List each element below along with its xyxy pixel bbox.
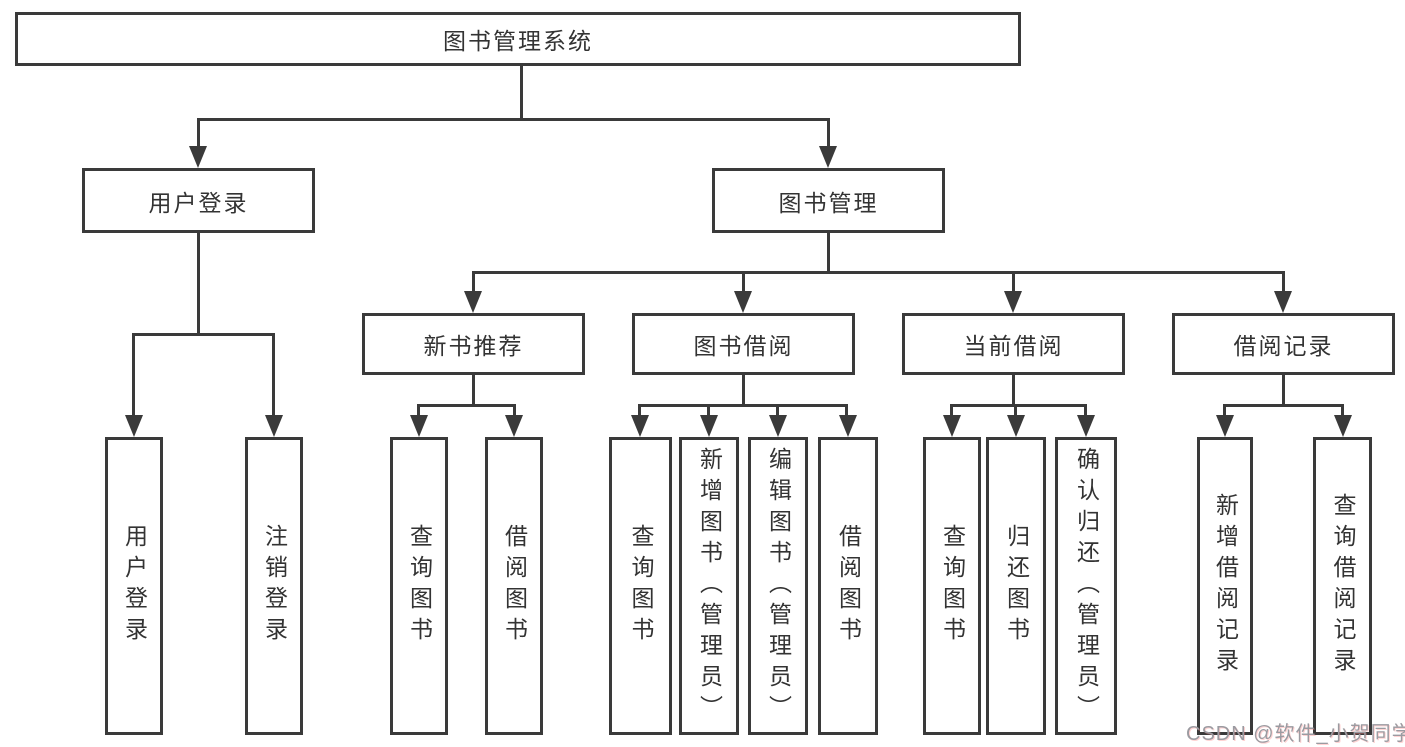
connector-line bbox=[197, 233, 200, 335]
connector-line bbox=[776, 404, 779, 418]
leaf-bb-add-books-admin-label: 新增图书（管理员） bbox=[696, 446, 723, 726]
leaf-logout: 注销登录 bbox=[245, 437, 303, 735]
node-book-management: 图书管理 bbox=[712, 168, 945, 233]
leaf-bb-edit-books-admin: 编辑图书（管理员） bbox=[748, 437, 808, 735]
arrowhead-icon bbox=[505, 415, 523, 437]
connector-line bbox=[417, 404, 420, 418]
watermark: CSDN @软件_小贺同学 bbox=[1186, 723, 1405, 745]
connector-line bbox=[513, 404, 516, 418]
connector-line bbox=[638, 404, 848, 407]
connector-line bbox=[950, 404, 1087, 407]
arrowhead-icon bbox=[1334, 415, 1352, 437]
arrowhead-icon bbox=[1216, 415, 1234, 437]
connector-line bbox=[272, 333, 275, 417]
node-book-management-label: 图书管理 bbox=[778, 189, 879, 216]
leaf-nb-query-books-label: 查询图书 bbox=[406, 524, 433, 648]
connector-line bbox=[1012, 271, 1015, 293]
leaf-logout-label: 注销登录 bbox=[261, 524, 288, 648]
node-new-book-recommend: 新书推荐 bbox=[362, 313, 585, 375]
leaf-nb-borrow-books-label: 借阅图书 bbox=[501, 524, 528, 648]
connector-line bbox=[1223, 404, 1226, 418]
node-root: 图书管理系统 bbox=[15, 12, 1021, 66]
leaf-br-query-record-label: 查询借阅记录 bbox=[1330, 493, 1356, 679]
connector-line bbox=[197, 118, 830, 121]
leaf-cb-return-books: 归还图书 bbox=[986, 437, 1046, 735]
connector-line bbox=[132, 333, 274, 336]
connector-line bbox=[827, 233, 830, 273]
connector-line bbox=[742, 271, 745, 293]
arrowhead-icon bbox=[943, 415, 961, 437]
arrowhead-icon bbox=[734, 291, 752, 313]
arrowhead-icon bbox=[1004, 291, 1022, 313]
connector-line bbox=[1223, 404, 1344, 407]
leaf-user-login: 用户登录 bbox=[105, 437, 163, 735]
connector-line bbox=[472, 271, 1285, 274]
leaf-nb-borrow-books: 借阅图书 bbox=[485, 437, 543, 735]
node-root-label: 图书管理系统 bbox=[443, 28, 593, 54]
connector-line bbox=[472, 271, 475, 293]
connector-line bbox=[1282, 271, 1285, 293]
arrowhead-icon bbox=[819, 146, 837, 168]
leaf-cb-confirm-return-admin-label: 确认归还（管理员） bbox=[1073, 446, 1100, 726]
leaf-user-login-label: 用户登录 bbox=[121, 524, 148, 648]
connector-line bbox=[1084, 404, 1087, 418]
leaf-cb-query-books: 查询图书 bbox=[923, 437, 981, 735]
connector-line bbox=[950, 404, 953, 418]
leaf-br-add-record: 新增借阅记录 bbox=[1197, 437, 1253, 735]
connector-line bbox=[1014, 404, 1017, 418]
connector-line bbox=[827, 118, 830, 148]
connector-line bbox=[472, 375, 475, 407]
node-book-borrow-label: 图书借阅 bbox=[693, 333, 794, 359]
leaf-br-query-record: 查询借阅记录 bbox=[1313, 437, 1372, 735]
node-borrow-records-label: 借阅记录 bbox=[1233, 333, 1334, 359]
leaf-bb-query-books: 查询图书 bbox=[609, 437, 672, 735]
node-current-borrow-label: 当前借阅 bbox=[963, 333, 1064, 359]
connector-line bbox=[132, 333, 135, 417]
connector-line bbox=[742, 375, 745, 407]
connector-line bbox=[707, 404, 710, 418]
arrowhead-icon bbox=[700, 415, 718, 437]
node-current-borrow: 当前借阅 bbox=[902, 313, 1125, 375]
connector-line bbox=[845, 404, 848, 418]
leaf-cb-return-books-label: 归还图书 bbox=[1003, 524, 1030, 648]
connector-line bbox=[1341, 404, 1344, 418]
leaf-bb-query-books-label: 查询图书 bbox=[628, 524, 654, 648]
leaf-bb-borrow-books: 借阅图书 bbox=[818, 437, 878, 735]
node-new-book-recommend-label: 新书推荐 bbox=[423, 333, 524, 359]
leaf-bb-borrow-books-label: 借阅图书 bbox=[835, 524, 862, 648]
leaf-cb-confirm-return-admin: 确认归还（管理员） bbox=[1055, 437, 1117, 735]
arrowhead-icon bbox=[1077, 415, 1095, 437]
arrowhead-icon bbox=[265, 415, 283, 437]
connector-line bbox=[520, 66, 523, 120]
connector-line bbox=[1282, 375, 1285, 407]
connector-line bbox=[417, 404, 516, 407]
leaf-nb-query-books: 查询图书 bbox=[390, 437, 448, 735]
connector-line bbox=[1012, 375, 1015, 407]
node-book-borrow: 图书借阅 bbox=[632, 313, 855, 375]
arrowhead-icon bbox=[631, 415, 649, 437]
arrowhead-icon bbox=[839, 415, 857, 437]
node-borrow-records: 借阅记录 bbox=[1172, 313, 1395, 375]
arrowhead-icon bbox=[1007, 415, 1025, 437]
arrowhead-icon bbox=[410, 415, 428, 437]
arrowhead-icon bbox=[189, 146, 207, 168]
leaf-cb-query-books-label: 查询图书 bbox=[939, 524, 966, 648]
node-user-login: 用户登录 bbox=[82, 168, 315, 233]
connector-line bbox=[197, 118, 200, 148]
leaf-bb-add-books-admin: 新增图书（管理员） bbox=[679, 437, 739, 735]
leaf-bb-edit-books-admin-label: 编辑图书（管理员） bbox=[765, 446, 792, 726]
arrowhead-icon bbox=[769, 415, 787, 437]
connector-line bbox=[638, 404, 641, 418]
arrowhead-icon bbox=[125, 415, 143, 437]
node-user-login-label: 用户登录 bbox=[148, 189, 249, 216]
leaf-br-add-record-label: 新增借阅记录 bbox=[1212, 493, 1239, 679]
arrowhead-icon bbox=[1274, 291, 1292, 313]
arrowhead-icon bbox=[464, 291, 482, 313]
